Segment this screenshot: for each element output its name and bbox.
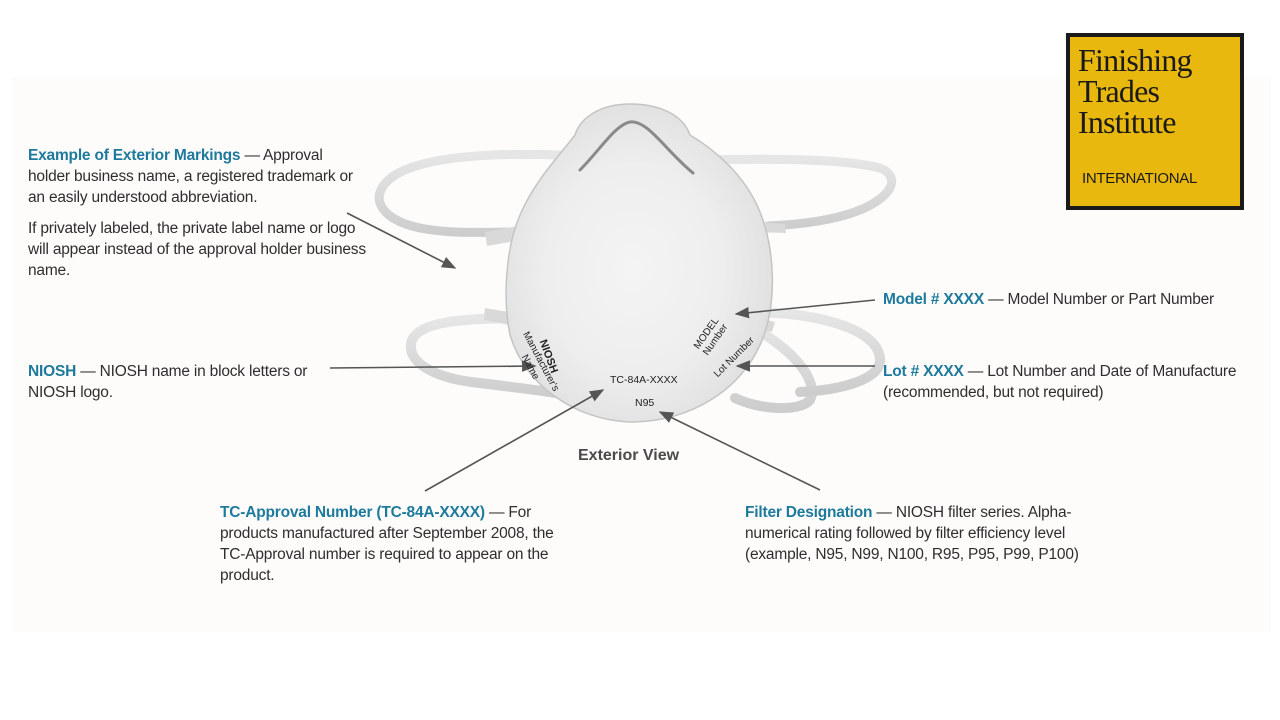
arrow-niosh xyxy=(329,360,537,372)
callout-text-secondary: If privately labeled, the private label … xyxy=(28,220,366,279)
strap-upper xyxy=(374,149,896,238)
fti-logo: Finishing Trades Institute INTERNATIONAL xyxy=(1066,33,1244,210)
callout-text: NIOSH name in block letters or NIOSH log… xyxy=(28,363,308,401)
arrow-tc-approval xyxy=(424,389,605,492)
logo-line-3: Institute xyxy=(1078,104,1176,140)
mask-label-tc-number: TC-84A-XXXX xyxy=(610,374,678,386)
mask-body xyxy=(505,103,774,423)
callout-heading: NIOSH xyxy=(28,363,77,380)
logo-line-2: Trades xyxy=(1078,73,1160,109)
callout-heading: Model # XXXX xyxy=(883,291,984,308)
mask-label-filter: N95 xyxy=(635,397,655,409)
callout-text: Lot Number and Date of Manufacture (reco… xyxy=(883,363,1237,401)
callout-lot: Lot # XXXX — Lot Number and Date of Manu… xyxy=(883,363,1237,401)
arrow-model xyxy=(734,299,876,319)
strap-lower xyxy=(405,307,886,413)
callout-model: Model # XXXX — Model Number or Part Numb… xyxy=(883,291,1214,308)
logo-line-1: Finishing xyxy=(1078,42,1193,78)
callout-niosh: NIOSH — NIOSH name in block letters or N… xyxy=(28,363,308,401)
callout-heading: Example of Exterior Markings xyxy=(28,147,241,164)
nose-bridge xyxy=(578,120,695,175)
callout-text: Approval holder business name, a registe… xyxy=(28,147,353,206)
callout-exterior-markings: Example of Exterior Markings — Approval … xyxy=(28,147,366,279)
diagram-title: Exterior View xyxy=(578,447,680,464)
callout-heading: Lot # XXXX xyxy=(883,363,964,380)
callout-text: Model Number or Part Number xyxy=(1007,291,1214,308)
arrow-exterior-markings xyxy=(346,212,457,269)
callout-text: NIOSH filter series. Alpha-numerical rat… xyxy=(745,504,1079,563)
callout-heading: TC-Approval Number (TC-84A-XXXX) xyxy=(220,504,485,521)
callout-heading: Filter Designation xyxy=(745,504,873,521)
callout-filter: Filter Designation — NIOSH filter series… xyxy=(745,504,1079,563)
logo-subtitle: INTERNATIONAL xyxy=(1082,170,1198,187)
callout-text: For products manufactured after Septembe… xyxy=(220,504,554,584)
arrow-filter xyxy=(658,411,821,491)
callout-tc-approval: TC-Approval Number (TC-84A-XXXX) — For p… xyxy=(220,504,554,584)
